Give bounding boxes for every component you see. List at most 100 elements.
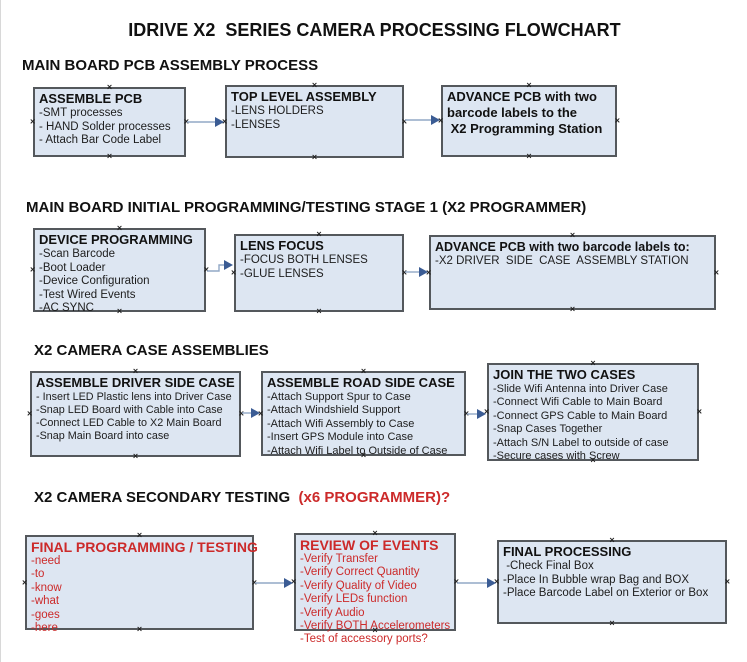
box-title: REVIEW OF EVENTS bbox=[300, 537, 439, 553]
flow-arrow-driver-to-road[interactable] bbox=[241, 405, 262, 421]
flow-box-device-programming[interactable]: DEVICE PROGRAMMING -Scan Barcode-Boot Lo… bbox=[30, 224, 209, 316]
box-title: ADVANCE PCB with two barcode labels to: bbox=[435, 240, 690, 254]
box-item: -to bbox=[31, 568, 45, 581]
box-item: -need bbox=[31, 555, 61, 567]
box-title: TOP LEVEL ASSEMBLY bbox=[231, 89, 377, 104]
box-item: -Secure cases with Screw bbox=[493, 450, 620, 463]
flow-box-assemble-driver-side-case[interactable]: ASSEMBLE DRIVER SIDE CASE - Insert LED P… bbox=[27, 367, 244, 461]
box-item: -Scan Barcode bbox=[39, 248, 116, 260]
box-item: -AC SYNC bbox=[39, 302, 94, 314]
flow-box-assemble-road-side-case[interactable]: ASSEMBLE ROAD SIDE CASE -Attach Support … bbox=[258, 367, 469, 460]
box-items: -FOCUS BOTH LENSES-GLUE LENSES bbox=[240, 254, 398, 281]
flow-box-lens-focus[interactable]: LENS FOCUS -FOCUS BOTH LENSES-GLUE LENSE… bbox=[231, 230, 407, 316]
box-item: -Verify LEDs function bbox=[300, 593, 408, 606]
box-item: -Verify Quality of Video bbox=[300, 579, 417, 592]
flow-box-top-level-assembly[interactable]: TOP LEVEL ASSEMBLY -LENS HOLDERS-LENSES … bbox=[222, 81, 407, 162]
box-item: -here bbox=[31, 622, 58, 635]
box-item: X2 Programming Station bbox=[447, 121, 603, 136]
box-title: FINAL PROGRAMMING / TESTING bbox=[31, 539, 258, 555]
box-item: -Insert GPS Module into Case bbox=[267, 431, 414, 444]
box-item: -Connect Wifi Cable to Main Board bbox=[493, 396, 663, 409]
box-title: LENS FOCUS bbox=[240, 238, 324, 253]
box-item: -FOCUS BOTH LENSES bbox=[240, 254, 368, 266]
box-item: -what bbox=[31, 595, 60, 608]
section-heading-black-part: X2 CAMERA SECONDARY TESTING bbox=[34, 489, 295, 506]
section-heading-secondary-testing: X2 CAMERA SECONDARY TESTING (x6 PROGRAMM… bbox=[34, 489, 450, 506]
connection-handle-icon: × bbox=[696, 406, 702, 417]
flow-box-review-of-events[interactable]: REVIEW OF EVENTS -Verify Transfer-Verify… bbox=[291, 529, 459, 646]
box-item: -LENS HOLDERS bbox=[231, 105, 324, 117]
section-heading-red-part: (x6 PROGRAMMER)? bbox=[294, 489, 451, 506]
box-title: ADVANCE PCB with two bbox=[447, 89, 597, 104]
box-item: -Verify Correct Quantity bbox=[300, 566, 420, 579]
connection-handle-icon: × bbox=[132, 451, 139, 461]
box-item: -Verify BOTH Accelerometers bbox=[300, 620, 451, 633]
box-items: - Insert LED Plastic lens into Driver Ca… bbox=[36, 391, 235, 443]
flow-arrow-lensfocus-to-advance[interactable] bbox=[404, 264, 430, 280]
connection-handle-icon: × bbox=[713, 267, 719, 277]
box-item: -Attach Support Spur to Case bbox=[267, 391, 411, 403]
connection-handle-icon: × bbox=[724, 576, 730, 587]
connection-handle-icon: × bbox=[316, 306, 322, 316]
box-item: -LENSES bbox=[231, 118, 281, 131]
connection-handle-icon: × bbox=[22, 577, 28, 587]
box-title: DEVICE PROGRAMMING bbox=[39, 232, 193, 247]
box-items: -Check Final Box-Place In Bubble wrap Ba… bbox=[503, 560, 721, 601]
flow-box-final-processing[interactable]: FINAL PROCESSING -Check Final Box-Place … bbox=[494, 536, 730, 628]
flow-arrow-assemble-to-toplevel[interactable] bbox=[186, 114, 226, 130]
box-title: JOIN THE TWO CASES bbox=[493, 367, 636, 382]
box-title: ASSEMBLE DRIVER SIDE CASE bbox=[36, 375, 235, 390]
box-items: -need-to-know-what-goes-here bbox=[31, 555, 248, 635]
box-item: - Attach Bar Code Label bbox=[39, 134, 162, 146]
box-item: -Attach S/N Label to outside of case bbox=[493, 436, 669, 449]
page-title: IDRIVE X2 SERIES CAMERA PROCESSING FLOWC… bbox=[128, 20, 621, 40]
section-heading-case-assemblies: X2 CAMERA CASE ASSEMBLIES bbox=[34, 342, 269, 359]
box-item: barcode labels to the bbox=[447, 105, 578, 120]
box-item: -Attach Wifi Assembly to Case bbox=[267, 417, 415, 430]
box-item: -Slide Wifi Antenna into Driver Case bbox=[493, 383, 668, 395]
box-item: -Connect GPS Cable to Main Board bbox=[493, 409, 668, 422]
box-items: -LENS HOLDERS-LENSES bbox=[231, 105, 398, 132]
flow-box-join-the-two-cases[interactable]: JOIN THE TWO CASES -Slide Wifi Antenna i… bbox=[484, 359, 702, 465]
box-items: -Verify Transfer-Verify Correct Quantity… bbox=[300, 553, 450, 647]
box-title: ASSEMBLE ROAD SIDE CASE bbox=[267, 375, 455, 390]
connection-handle-icon: × bbox=[30, 116, 36, 127]
box-item: - HAND Solder processes bbox=[39, 120, 171, 133]
box-item: -Verify Transfer bbox=[300, 553, 378, 565]
box-item: -Snap LED Board with Cable into Case bbox=[36, 404, 223, 416]
flow-arrow-road-to-join[interactable] bbox=[466, 406, 488, 422]
connection-handle-icon: × bbox=[614, 115, 620, 126]
connection-handle-icon: × bbox=[569, 304, 576, 314]
box-item: -SMT processes bbox=[39, 107, 123, 119]
flow-box-final-programming-testing[interactable]: FINAL PROGRAMMING / TESTING -need-to-kno… bbox=[22, 531, 258, 635]
connection-handle-icon: × bbox=[526, 151, 532, 161]
box-items: -Slide Wifi Antenna into Driver Case-Con… bbox=[493, 383, 693, 463]
box-item: -Snap Main Board into case bbox=[36, 430, 170, 442]
box-item: - Insert LED Plastic lens into Driver Ca… bbox=[36, 391, 232, 403]
box-item: -Boot Loader bbox=[39, 261, 106, 274]
connection-handle-icon: × bbox=[311, 152, 318, 162]
box-items: -SMT processes- HAND Solder processes- A… bbox=[39, 107, 180, 148]
box-item: -GLUE LENSES bbox=[240, 267, 324, 280]
flow-arrow-toplevel-to-advance[interactable] bbox=[404, 112, 442, 128]
flow-arrow-review-to-finalprocessing[interactable] bbox=[456, 575, 498, 591]
box-item: -Attach Windshield Support bbox=[267, 404, 401, 417]
box-item: -know bbox=[31, 581, 62, 594]
connection-handle-icon: × bbox=[609, 618, 615, 628]
box-title: FINAL PROCESSING bbox=[503, 544, 632, 559]
box-item: -Connect LED Cable to X2 Main Board bbox=[36, 417, 222, 429]
connection-handle-icon: × bbox=[106, 151, 113, 161]
box-item: -Test of accessory ports? bbox=[300, 633, 428, 646]
section-heading-initial-programming: MAIN BOARD INITIAL PROGRAMMING/TESTING S… bbox=[26, 199, 587, 216]
box-items: barcode labels to the X2 Programming Sta… bbox=[447, 105, 611, 137]
flow-box-advance-pcb-programming-station[interactable]: ADVANCE PCB with two barcode labels to t… bbox=[438, 81, 620, 161]
box-items: -X2 DRIVER SIDE CASE ASSEMBLY STATION bbox=[435, 255, 710, 269]
flow-box-assemble-pcb[interactable]: ASSEMBLE PCB -SMT processes- HAND Solder… bbox=[30, 83, 189, 161]
flow-arrow-device-to-lensfocus[interactable] bbox=[206, 257, 235, 279]
box-title: ASSEMBLE PCB bbox=[39, 91, 143, 106]
box-items: -Attach Support Spur to Case-Attach Wind… bbox=[267, 391, 460, 458]
flow-box-advance-pcb-driver-side-station[interactable]: ADVANCE PCB with two barcode labels to: … bbox=[426, 231, 719, 314]
box-item: -Attach Wifi Label to Outside of Case bbox=[267, 444, 448, 457]
flow-arrow-finalprog-to-review[interactable] bbox=[254, 575, 295, 591]
box-item: -Snap Cases Together bbox=[493, 423, 603, 436]
